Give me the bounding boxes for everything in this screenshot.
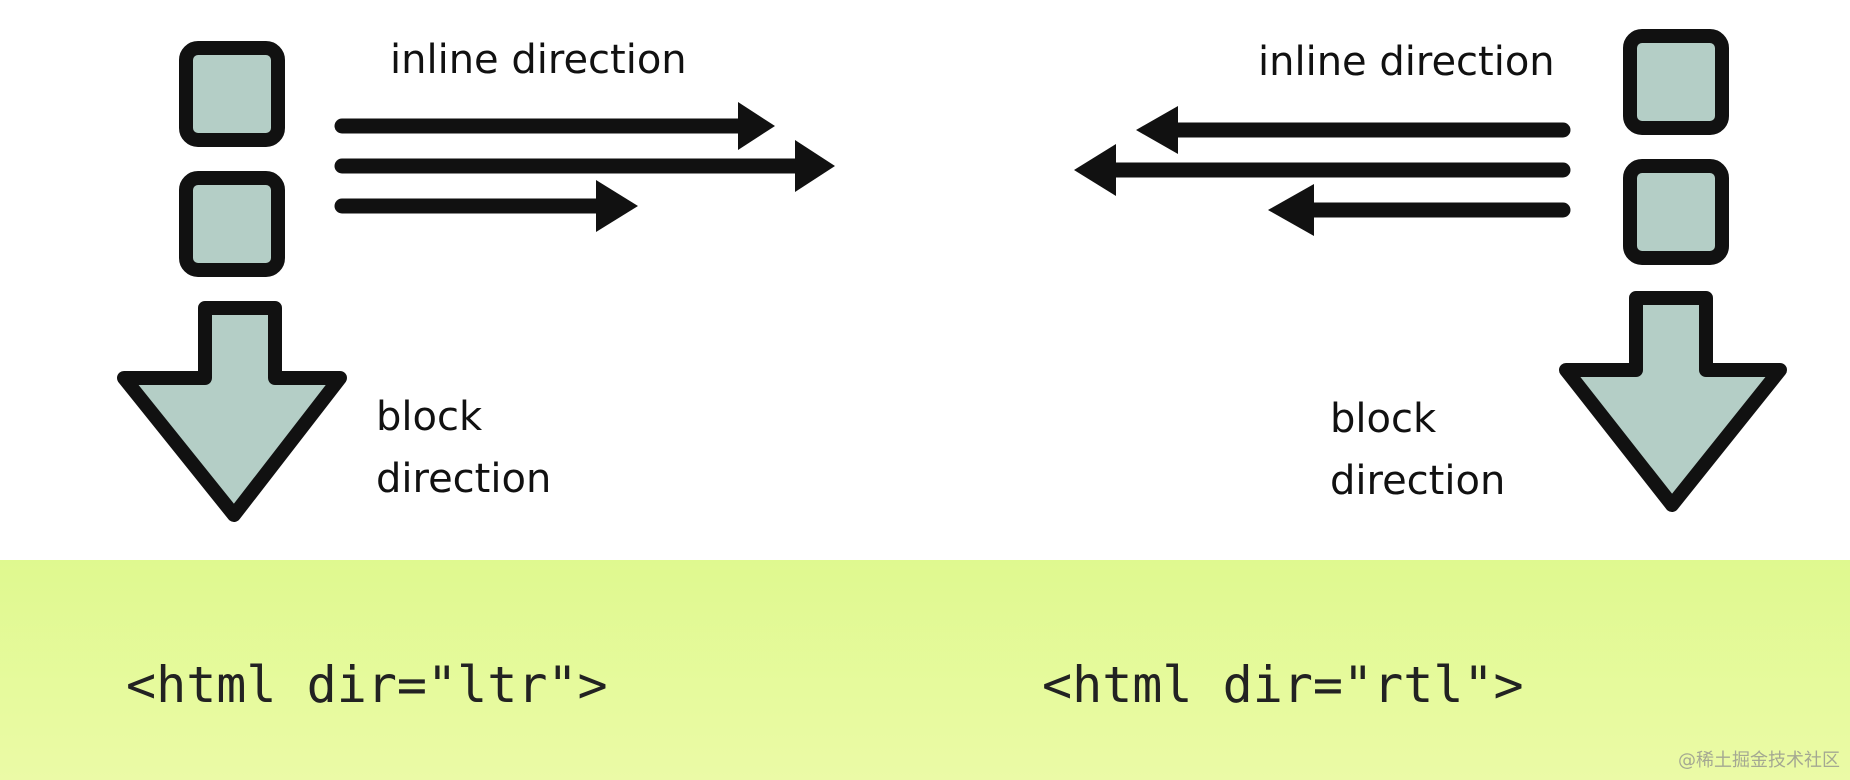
ltr-block-direction-arrow xyxy=(117,301,347,522)
rtl-diagram xyxy=(1074,29,1787,512)
ltr-code-snippet: <html dir="ltr"> xyxy=(126,656,608,714)
writing-direction-diagram xyxy=(117,29,1787,522)
rtl-inline-box-2 xyxy=(1623,159,1729,265)
watermark: @稀土掘金技术社区 xyxy=(1678,750,1840,771)
ltr-inline-arrowhead-2 xyxy=(795,140,835,192)
rtl-code-snippet: <html dir="rtl"> xyxy=(1042,656,1524,714)
rtl-inline-direction-label: inline direction xyxy=(1258,39,1555,85)
ltr-block-label-line2: direction xyxy=(376,456,552,502)
code-band: <html dir="ltr"> <html dir="rtl"> @稀土掘金技… xyxy=(0,560,1850,780)
rtl-inline-arrowhead-2 xyxy=(1074,144,1116,196)
rtl-inline-arrows xyxy=(1074,106,1571,236)
rtl-inline-arrowhead-3 xyxy=(1268,184,1314,236)
ltr-inline-arrowhead-1 xyxy=(738,102,775,150)
ltr-block-label-line1: block xyxy=(376,394,483,440)
rtl-inline-box-1 xyxy=(1623,29,1729,135)
ltr-inline-box-2 xyxy=(179,171,285,277)
ltr-diagram xyxy=(117,41,835,522)
ltr-block-direction-label: block direction xyxy=(376,386,551,510)
rtl-block-label-line1: block xyxy=(1330,396,1437,442)
ltr-inline-box-1 xyxy=(179,41,285,147)
rtl-inline-arrowhead-1 xyxy=(1136,106,1178,154)
rtl-block-label-line2: direction xyxy=(1330,458,1506,504)
rtl-block-direction-arrow xyxy=(1559,291,1787,512)
ltr-inline-arrowhead-3 xyxy=(596,180,638,232)
ltr-inline-direction-label: inline direction xyxy=(390,37,687,83)
rtl-block-direction-label: block direction xyxy=(1330,388,1505,512)
ltr-inline-arrows xyxy=(334,102,835,232)
